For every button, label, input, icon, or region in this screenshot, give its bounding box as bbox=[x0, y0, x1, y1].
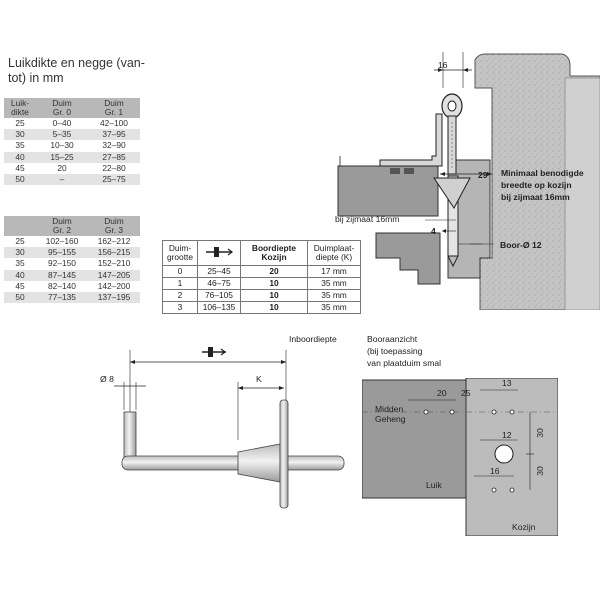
hinge-center-label-1: Midden bbox=[375, 404, 404, 414]
min-width-line-3: bij zijmaat 16mm bbox=[501, 192, 570, 202]
dimension-16-low: 16 bbox=[490, 466, 500, 476]
title-line-2: tot) in mm bbox=[8, 71, 64, 85]
title-line-1: Luikdikte en negge (van- bbox=[8, 56, 145, 70]
dimension-13: 13 bbox=[502, 378, 512, 388]
drill-view-title-2: (bij toepassing bbox=[367, 346, 423, 356]
dimension-25: 25 bbox=[461, 388, 471, 398]
side-measure-label: bij zijmaat 16mm bbox=[335, 214, 400, 224]
col-header-pin-icon bbox=[197, 240, 241, 266]
page-title: Luikdikte en negge (van- tot) in mm bbox=[8, 56, 148, 86]
dimension-29: 29 bbox=[478, 170, 488, 180]
dimension-k-label: K bbox=[256, 374, 262, 384]
dimension-16-top: 16 bbox=[438, 60, 448, 70]
dimension-20: 20 bbox=[437, 388, 447, 398]
hinge-pin-side-view bbox=[114, 350, 345, 509]
min-width-line-2: breedte op kozijn bbox=[501, 180, 572, 190]
frame-label: Kozijn bbox=[512, 522, 536, 532]
drill-view-title-3: van plaatduim smal bbox=[367, 358, 442, 368]
drill-view-title-1: Booraanzicht bbox=[367, 334, 418, 344]
dimension-12: 12 bbox=[502, 430, 512, 440]
dimension-30-a: 30 bbox=[534, 428, 545, 438]
drilling-view bbox=[362, 378, 558, 536]
dimension-4: 4 bbox=[431, 226, 436, 236]
cross-section-drawing bbox=[337, 52, 600, 310]
drill-diameter-label: Boor-Ø 12 bbox=[500, 240, 542, 250]
table-row: 50–25–75 bbox=[4, 174, 140, 186]
col-header-empty bbox=[4, 216, 36, 236]
hinge-pin-icon bbox=[206, 247, 233, 257]
shutter-label: Luik bbox=[426, 480, 442, 490]
dimension-30-b: 30 bbox=[534, 466, 545, 476]
drill-depth-label: Inboordiepte bbox=[289, 334, 337, 344]
min-width-line-1: Minimaal benodigde bbox=[501, 168, 584, 178]
pin-symbol-icon bbox=[202, 347, 226, 357]
col-header-duimgrootte: Duim-grootte bbox=[162, 240, 198, 266]
col-header-luikdikte: Luik-dikte bbox=[4, 98, 36, 118]
hinge-center-label-2: Geheng bbox=[375, 414, 406, 424]
diameter-8-label: Ø 8 bbox=[100, 374, 114, 384]
